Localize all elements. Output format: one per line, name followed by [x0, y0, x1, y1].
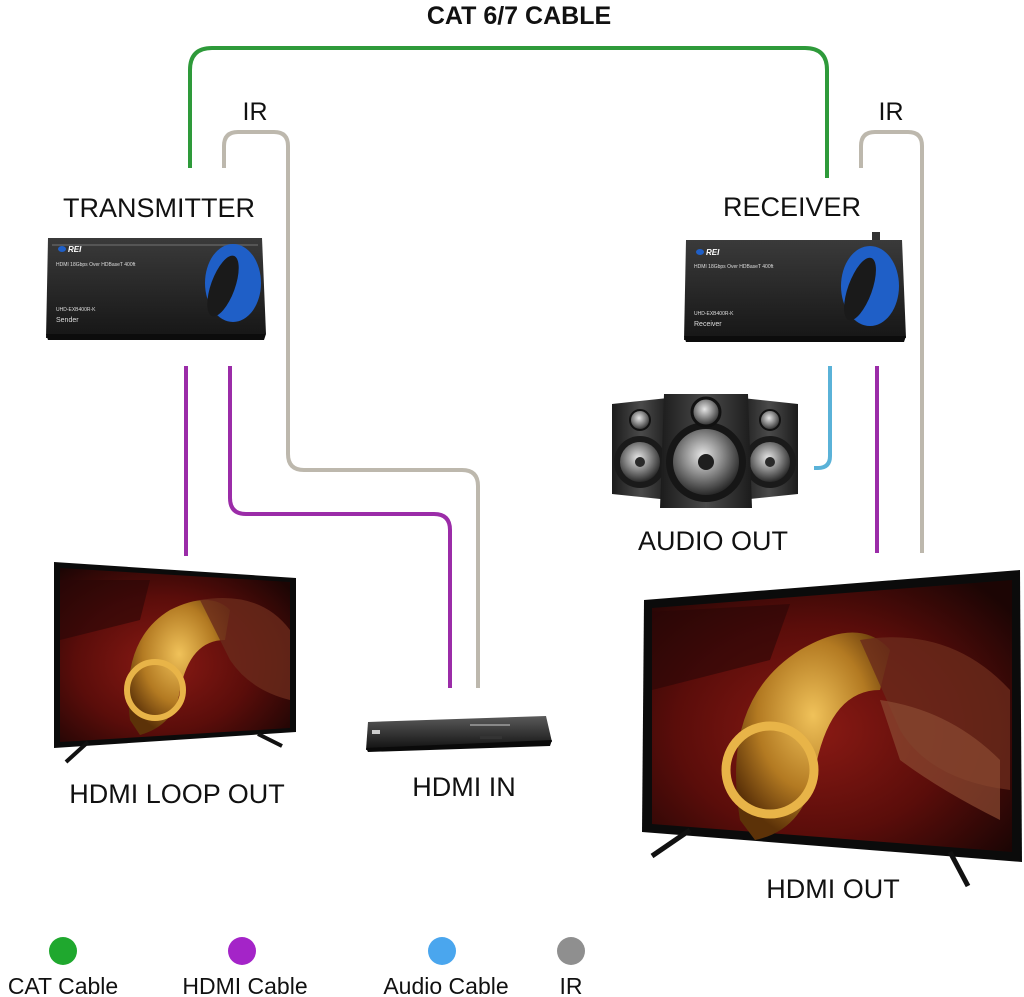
receiver-label: RECEIVER [723, 192, 861, 222]
legend-label-audio: Audio Cable [383, 973, 508, 997]
audio-cable-line [814, 366, 832, 470]
transmitter-device: REI HDMI 18Gbps Over HDBaseT 400ft UHD-E… [46, 238, 266, 340]
hdmi-loop-out-label: HDMI LOOP OUT [69, 779, 285, 809]
legend-item-ir: IR [557, 937, 585, 997]
ir-cable-transmitter-line [222, 130, 480, 688]
transmitter-device-line1: HDMI 18Gbps Over HDBaseT 400ft [56, 262, 136, 268]
speaker-icon [612, 394, 798, 508]
ir-cable-receiver-line [859, 130, 924, 553]
dvd-player-icon [366, 716, 552, 752]
transmitter-device-model: UHD-EXB400R-K [56, 307, 96, 313]
tv-right-screen-content [652, 604, 1010, 840]
legend-swatch-audio [428, 937, 456, 965]
tv-icon [54, 562, 296, 764]
receiver-device-brand: REI [706, 248, 720, 257]
tv-left-screen-content [60, 580, 290, 735]
receiver-ir-label: IR [879, 98, 904, 126]
hdmi-out-label: HDMI OUT [766, 874, 899, 904]
transmitter-device-brand: REI [68, 245, 82, 254]
tv-icon [642, 570, 1022, 888]
diagram-title: CAT 6/7 CABLE [427, 2, 611, 30]
legend-swatch-ir [557, 937, 585, 965]
legend-item-hdmi: HDMI Cable [182, 937, 308, 997]
transmitter-ir-label: IR [243, 98, 268, 126]
legend-swatch-hdmi [228, 937, 256, 965]
orei-logo-icon [58, 244, 261, 322]
receiver-device-line1: HDMI 18Gbps Over HDBaseT 400ft [694, 264, 774, 270]
labels: CAT 6/7 CABLE IR IR TRANSMITTER RECEIVER… [63, 2, 904, 904]
audio-out-label: AUDIO OUT [638, 526, 788, 556]
cat-cable-line [188, 46, 829, 178]
legend-item-audio: Audio Cable [383, 937, 509, 997]
receiver-device-model: UHD-EXB400R-K [694, 311, 734, 317]
hdmi-cable-in-line [228, 366, 452, 688]
orei-logo-icon [696, 246, 899, 326]
transmitter-label: TRANSMITTER [63, 193, 255, 223]
legend-label-cat: CAT Cable [8, 973, 118, 997]
hdmi-in-label: HDMI IN [412, 772, 516, 802]
legend-swatch-cat [49, 937, 77, 965]
transmitter-device-role: Sender [56, 317, 79, 324]
legend-item-cat: CAT Cable [8, 937, 118, 997]
legend-label-ir: IR [560, 973, 583, 997]
receiver-device: REI HDMI 18Gbps Over HDBaseT 400ft UHD-E… [684, 232, 906, 342]
legend-label-hdmi: HDMI Cable [182, 973, 307, 997]
cables [184, 46, 924, 688]
legend: CAT Cable HDMI Cable Audio Cable IR [8, 937, 585, 997]
receiver-device-role: Receiver [694, 321, 722, 328]
